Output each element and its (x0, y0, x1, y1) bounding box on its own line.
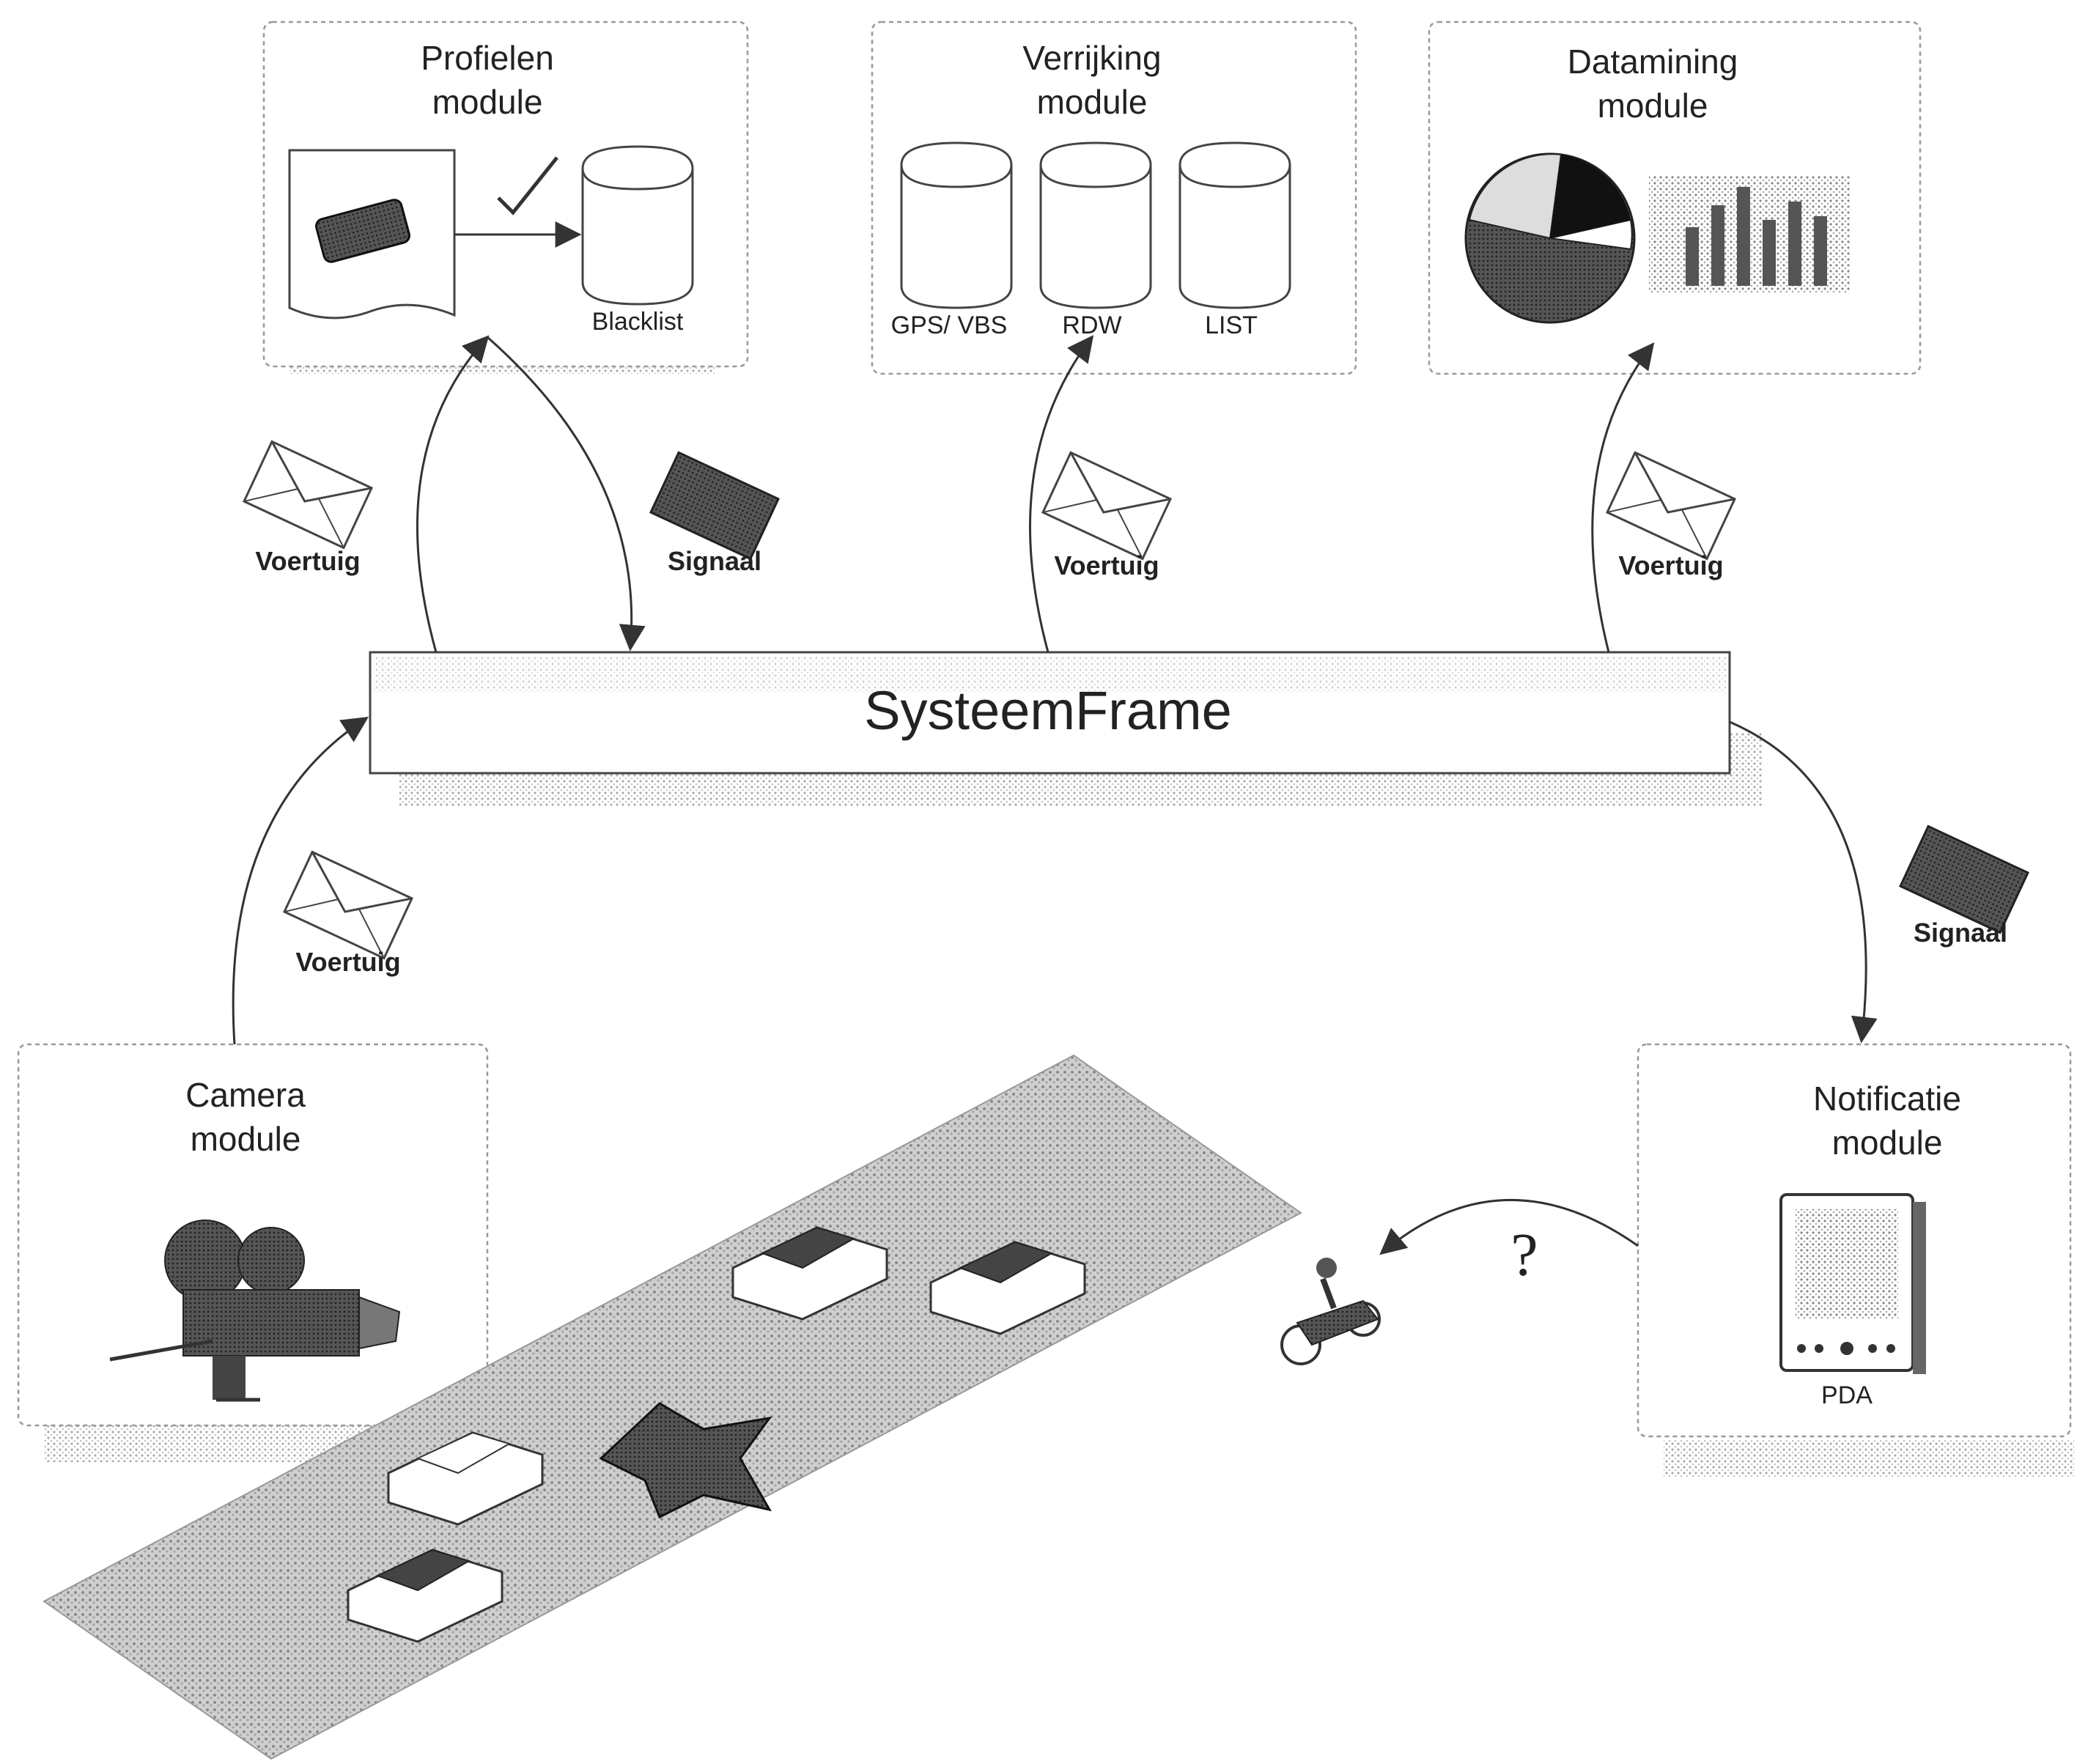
envelope-icon (244, 442, 372, 548)
question-mark-icon: ? (1510, 1221, 1538, 1289)
datamining-title-line1: Datamining (1568, 43, 1738, 81)
database-icon (901, 143, 1011, 308)
verrijking-title-line2: module (1037, 83, 1148, 121)
camera-module: Camera module (18, 1044, 487, 1462)
voertuig-label: Voertuig (295, 947, 400, 977)
verrijking-module: Verrijking module GPS/ VBS RDW LIST (872, 22, 1356, 374)
systeemframe: SysteemFrame (370, 652, 1763, 806)
database-icon (1180, 143, 1290, 308)
db-label-list: LIST (1205, 311, 1258, 339)
camera-title-line2: module (191, 1120, 301, 1158)
message-voertuig-profielen: Voertuig (244, 442, 372, 576)
database-icon (1041, 143, 1151, 308)
systeemframe-label: SysteemFrame (864, 680, 1232, 741)
bar-chart-icon (1649, 176, 1851, 293)
signaal-label: Signaal (1914, 918, 2007, 948)
profielen-module: Profielen module Blacklist (264, 22, 748, 374)
envelope-icon (1900, 827, 2028, 933)
profielen-title-line1: Profielen (421, 39, 554, 77)
notificatie-title-line1: Notificatie (1813, 1080, 1961, 1118)
voertuig-label: Voertuig (255, 546, 360, 576)
envelope-icon (651, 453, 778, 559)
db-label-gps: GPS/ VBS (891, 311, 1008, 339)
envelope-icon (1043, 453, 1170, 559)
verrijking-title-line1: Verrijking (1022, 39, 1161, 77)
notificatie-title-line2: module (1832, 1123, 1943, 1162)
message-signaal-notificatie: Signaal (1900, 827, 2028, 948)
message-signaal-profielen: Signaal (651, 453, 778, 576)
envelope-icon (284, 852, 412, 959)
arrow-notificatie-to-motorcycle (1381, 1200, 1638, 1253)
pda-label: PDA (1821, 1381, 1873, 1409)
profielen-title-line2: module (432, 83, 543, 121)
camera-title-line1: Camera (185, 1076, 306, 1114)
pda-icon (1781, 1195, 1926, 1374)
license-plate-icon (289, 150, 454, 318)
message-voertuig-verrijking: Voertuig (1043, 453, 1170, 580)
signaal-label: Signaal (668, 546, 761, 576)
pie-chart-icon (1466, 154, 1634, 322)
notificatie-module: Notificatie module PDA (1638, 1044, 2074, 1477)
db-label-rdw: RDW (1062, 311, 1121, 339)
datamining-title-line2: module (1598, 86, 1708, 125)
motorcycle-icon (1282, 1258, 1379, 1364)
datamining-module: Datamining module (1429, 22, 1920, 374)
voertuig-label: Voertuig (1618, 550, 1723, 580)
arrow-frame-to-profielen (417, 337, 487, 652)
message-voertuig-datamining: Voertuig (1607, 453, 1735, 580)
arrow-profielen-to-frame (487, 337, 632, 649)
voertuig-label: Voertuig (1054, 550, 1159, 580)
message-voertuig-camera: Voertuig (284, 852, 412, 977)
database-icon (583, 147, 693, 304)
envelope-icon (1607, 453, 1735, 559)
blacklist-label: Blacklist (592, 308, 684, 336)
